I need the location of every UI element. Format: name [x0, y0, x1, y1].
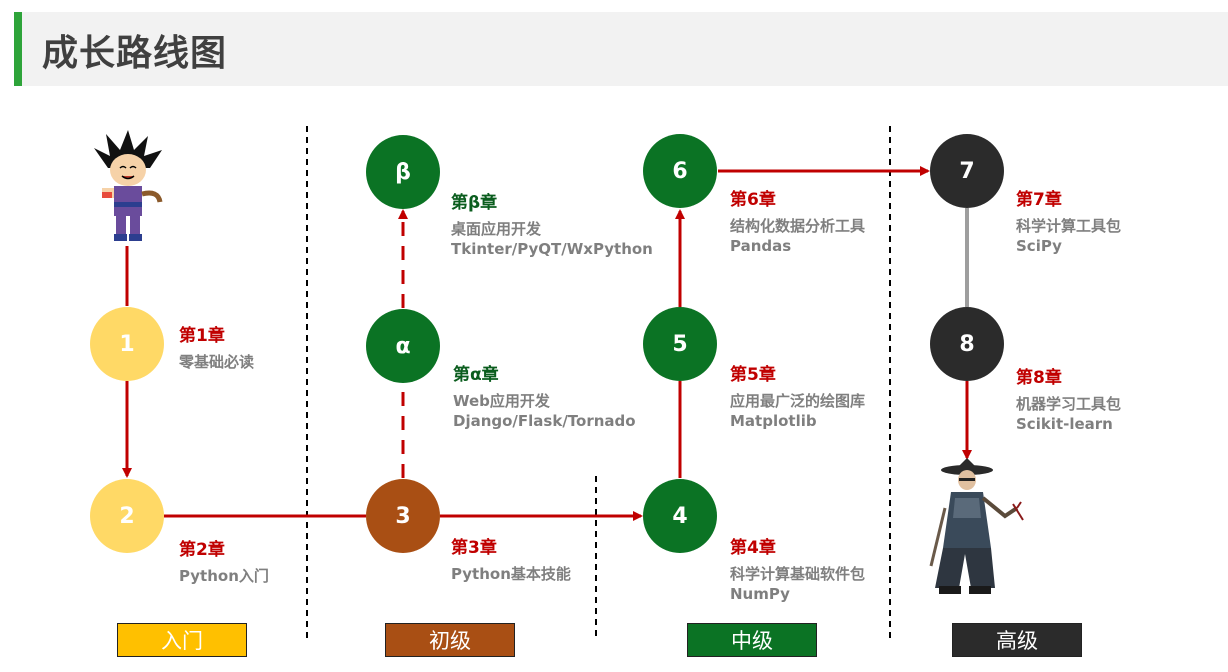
chapter-desc: Scikit-learn: [1016, 415, 1113, 433]
chapter-title: 第7章: [1016, 190, 1062, 210]
stage-advanced: 高级: [952, 623, 1082, 657]
chapter-desc: Pandas: [730, 237, 792, 255]
node-beta: β: [366, 135, 440, 209]
chapter-desc: Tkinter/PyQT/WxPython: [451, 240, 653, 258]
chapter-desc: Python基本技能: [451, 565, 571, 583]
chapter-desc: 机器学习工具包: [1016, 395, 1122, 413]
page-title: 成长路线图: [42, 33, 228, 74]
chapter-desc: Web应用开发: [453, 392, 550, 410]
chapter-title: 第α章: [453, 365, 499, 385]
chapter-6-label: 第6章 结构化数据分析工具 Pandas: [730, 190, 865, 256]
node-4: 4: [643, 479, 717, 553]
chapter-4-label: 第4章 科学计算基础软件包 NumPy: [730, 538, 865, 604]
chapter-title: 第6章: [730, 190, 776, 210]
chapter-alpha-label: 第α章 Web应用开发 Django/Flask/Tornado: [453, 365, 636, 431]
node-7: 7: [930, 134, 1004, 208]
node-3: 3: [366, 479, 440, 553]
chapter-desc: 应用最广泛的绘图库: [730, 392, 866, 410]
node-1: 1: [90, 307, 164, 381]
chapter-2-label: 第2章 Python入门: [179, 540, 269, 586]
chapter-title: 第5章: [730, 365, 776, 385]
header: 成长路线图: [14, 12, 1228, 86]
chapter-1-label: 第1章 零基础必读: [179, 326, 254, 372]
chapter-desc: Matplotlib: [730, 412, 817, 430]
swordsman-character-icon: [929, 458, 1024, 594]
chapter-desc: 科学计算工具包: [1016, 217, 1122, 235]
stage-beginner: 入门: [117, 623, 247, 657]
chapter-desc: NumPy: [730, 585, 790, 603]
stage-intermediate: 中级: [687, 623, 817, 657]
chapter-desc: 科学计算基础软件包: [730, 565, 866, 583]
chapter-5-label: 第5章 应用最广泛的绘图库 Matplotlib: [730, 365, 865, 431]
node-8: 8: [930, 307, 1004, 381]
chapter-desc: Python入门: [179, 567, 269, 585]
node-5: 5: [643, 307, 717, 381]
chapter-3-label: 第3章 Python基本技能: [451, 538, 571, 584]
chapter-title: 第2章: [179, 540, 225, 560]
node-6: 6: [643, 134, 717, 208]
chapter-desc: 零基础必读: [179, 353, 255, 371]
chapter-8-label: 第8章 机器学习工具包 Scikit-learn: [1016, 368, 1121, 434]
chapter-desc: Django/Flask/Tornado: [453, 412, 636, 430]
chapter-desc: 桌面应用开发: [451, 220, 542, 238]
stage-elementary: 初级: [385, 623, 515, 657]
chapter-desc: 结构化数据分析工具: [730, 217, 866, 235]
goku-character-icon: [94, 130, 163, 241]
node-alpha: α: [366, 309, 440, 383]
accent-bar: [14, 12, 22, 86]
chapter-desc: SciPy: [1016, 237, 1062, 255]
chapter-beta-label: 第β章 桌面应用开发 Tkinter/PyQT/WxPython: [451, 193, 653, 259]
chapter-title: 第3章: [451, 538, 497, 558]
chapter-title: 第8章: [1016, 368, 1062, 388]
chapter-title: 第1章: [179, 326, 225, 346]
chapter-7-label: 第7章 科学计算工具包 SciPy: [1016, 190, 1121, 256]
chapter-title: 第4章: [730, 538, 776, 558]
chapter-title: 第β章: [451, 193, 498, 213]
node-2: 2: [90, 479, 164, 553]
